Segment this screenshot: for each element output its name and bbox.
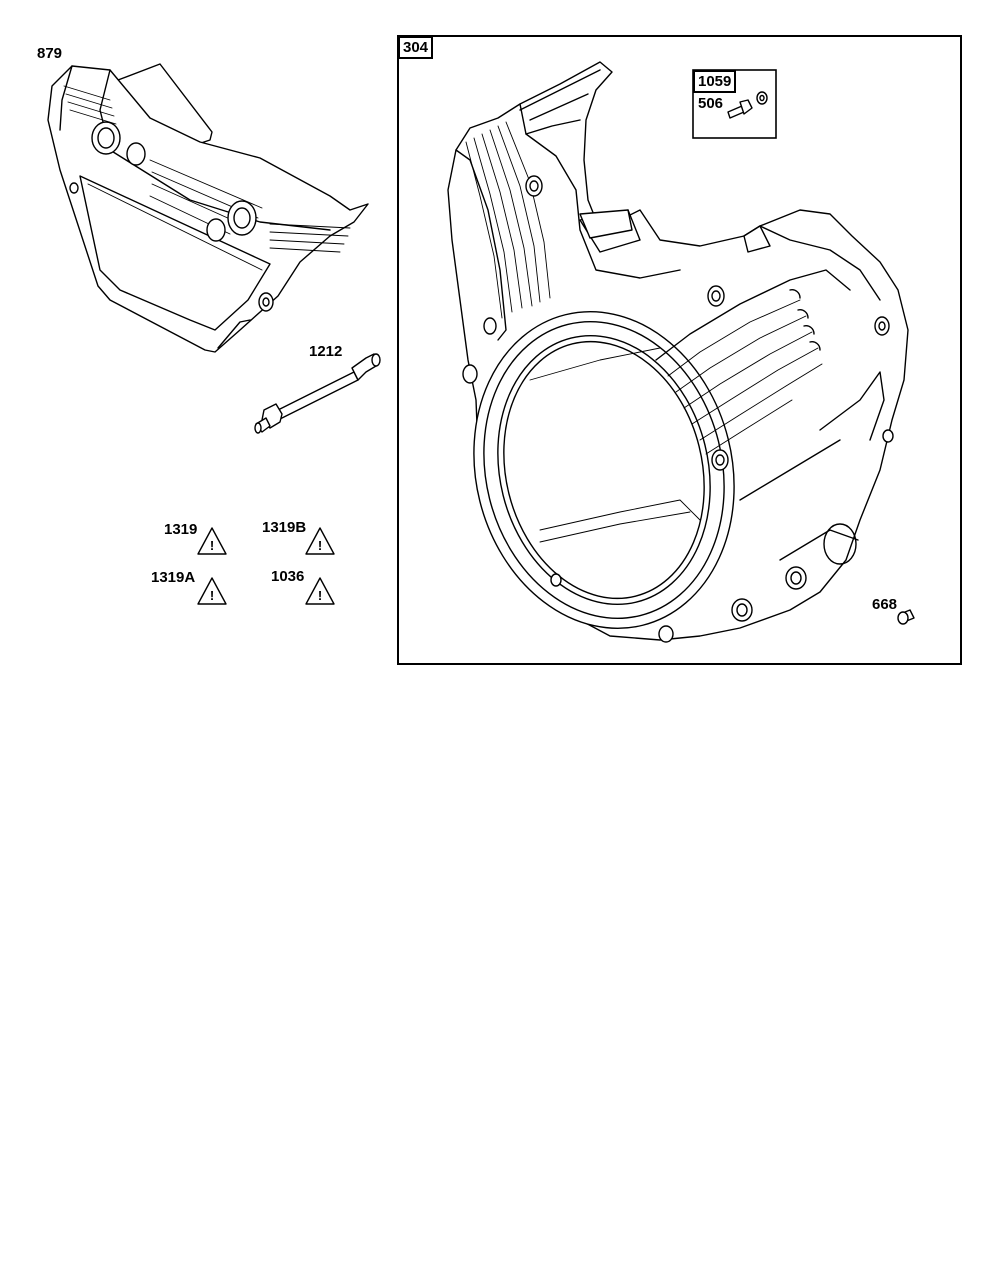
plug-label: 668: [872, 596, 898, 613]
warning-triangle-icon: !: [305, 527, 335, 555]
warning-label-1319a: 1319A: [151, 569, 196, 586]
svg-text:!: !: [318, 588, 322, 603]
warning-label-1319b: 1319B: [262, 519, 307, 536]
stud-drawing: [254, 353, 381, 434]
housing-label: 304: [398, 36, 434, 59]
cover-label: 879: [37, 45, 63, 62]
housing-drawing: [447, 61, 909, 643]
cover-drawing: [47, 63, 369, 353]
screw-label: 506: [698, 95, 724, 112]
plug-drawing: [897, 609, 915, 625]
warning-triangle-icon: !: [197, 527, 227, 555]
svg-text:!: !: [210, 538, 214, 553]
svg-text:!: !: [318, 538, 322, 553]
kit-label: 1059: [693, 70, 737, 93]
stud-label: 1212: [309, 343, 343, 360]
svg-text:!: !: [210, 588, 214, 603]
housing-frame: [397, 35, 962, 665]
warning-label-1319: 1319: [164, 521, 198, 538]
warning-label-1036: 1036: [271, 568, 305, 585]
screw-drawing: [727, 91, 768, 119]
warning-triangle-icon: !: [197, 577, 227, 605]
warning-triangle-icon: !: [305, 577, 335, 605]
